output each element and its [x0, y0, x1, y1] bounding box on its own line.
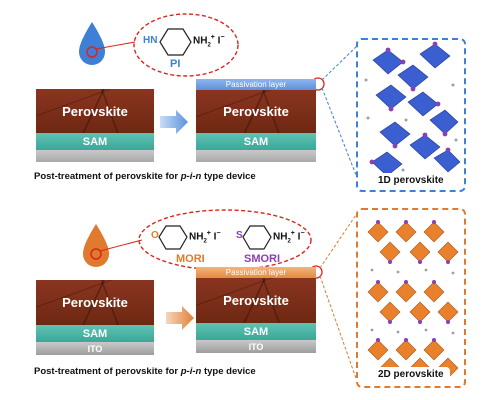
bottom-caption: Post-treatment of perovskite for p-i-n t…	[34, 366, 256, 377]
pi-name-label: PI	[170, 58, 181, 70]
sam-layer: SAM	[36, 133, 154, 150]
perovskite-layer: Perovskite	[196, 278, 316, 323]
1d-perovskite-structure	[364, 41, 461, 179]
droplet-blue-icon	[79, 22, 105, 65]
perovskite-layer: Perovskite	[196, 90, 316, 133]
arrow-right-blue-icon	[160, 110, 188, 134]
sam-layer: SAM	[36, 325, 154, 342]
top-caption: Post-treatment of perovskite for p-i-n t…	[34, 171, 256, 182]
2d-perovskite-structure	[367, 220, 459, 379]
arrow-right-orange-icon	[166, 306, 194, 330]
mori-molecule-ellipse	[138, 209, 312, 271]
substrate-layer	[196, 150, 316, 162]
2d-perovskite-panel	[356, 208, 466, 388]
perovskite-layer: Perovskite	[36, 280, 154, 325]
pi-molecule-ellipse	[133, 13, 239, 77]
smori-s-label: S	[236, 230, 243, 241]
pi-cation-label: NH2+ I−	[193, 34, 225, 49]
ito-layer: ITO	[36, 342, 154, 355]
perovskite-layer: Perovskite	[36, 89, 154, 133]
1d-perovskite-panel	[356, 38, 466, 192]
mori-o-label: O	[151, 230, 159, 241]
sam-layer: SAM	[196, 323, 316, 340]
2d-perovskite-label: 2D perovskite	[372, 367, 450, 382]
pi-nh-label: HN	[143, 35, 158, 46]
mori-cation-label: NH2+ I−	[189, 230, 221, 245]
passivation-layer: Passivation layer	[196, 267, 316, 278]
smori-name-label: SMORI	[244, 253, 281, 265]
passivation-layer: Passivation layer	[196, 79, 316, 90]
droplet-orange-icon	[83, 224, 109, 267]
ito-layer: ITO	[196, 340, 316, 353]
substrate-layer	[36, 150, 154, 162]
mori-name-label: MORI	[176, 253, 205, 265]
smori-cation-label: NH2+ I−	[273, 230, 305, 245]
sam-layer: SAM	[196, 133, 316, 150]
1d-perovskite-label: 1D perovskite	[372, 173, 450, 188]
